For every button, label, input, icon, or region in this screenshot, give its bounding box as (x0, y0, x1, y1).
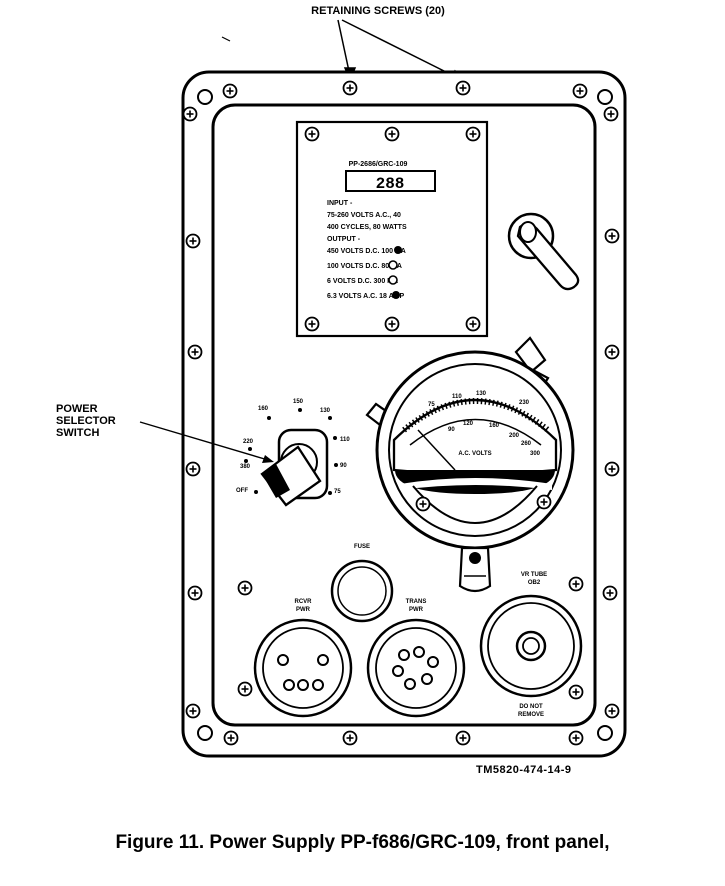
meter-scale-130: 130 (476, 391, 487, 397)
fuse-holder[interactable]: FUSE (330, 544, 394, 623)
selector-pos-220: 220 (243, 439, 254, 445)
nameplate-line-2: 75-260 VOLTS A.C., 40 (327, 212, 401, 219)
selector-pos-150: 150 (293, 399, 304, 405)
selector-pos-160: 160 (258, 406, 269, 412)
power-selector-switch[interactable]: 160 150 130 110 90 75 220 380 OFF (236, 399, 350, 507)
tm-number: TM5820-474-14-9 (476, 764, 572, 776)
svg-text:SELECTOR: SELECTOR (56, 415, 116, 427)
nameplate-model: PP-2686/GRC-109 (349, 161, 408, 168)
nameplate-line-6: 100 VOLTS D.C. 80 MA (327, 263, 402, 270)
svg-text:REMOVE: REMOVE (518, 712, 544, 718)
selector-pos-90: 90 (340, 463, 347, 469)
nameplate-serial: 288 (376, 175, 405, 193)
svg-text:RCVR: RCVR (294, 599, 312, 605)
selector-pos-380: 380 (240, 464, 251, 470)
svg-text:OB2: OB2 (528, 580, 541, 586)
svg-text:PWR: PWR (409, 607, 424, 613)
nameplate-line-3: 400 CYCLES, 80 WATTS (327, 224, 407, 231)
svg-text:SWITCH: SWITCH (56, 427, 99, 439)
svg-text:TRANS: TRANS (406, 599, 427, 605)
figure-caption: Figure 11. Power Supply PP-f686/GRC-109,… (115, 832, 610, 853)
svg-text:PWR: PWR (296, 607, 311, 613)
nameplate-line-1: INPUT - (327, 200, 353, 207)
nameplate: PP-2686/GRC-109 288 INPUT - 75-260 VOLTS… (295, 120, 489, 338)
svg-text:VR TUBE: VR TUBE (521, 572, 547, 578)
nameplate-line-5: 450 VOLTS D.C. 100 MA (327, 248, 406, 255)
meter-scale-110: 110 (452, 394, 462, 400)
retaining-screws-label: RETAINING SCREWS (20) (311, 5, 445, 17)
meter-scale-120: 120 (463, 421, 474, 427)
meter-scale-90: 90 (448, 427, 455, 433)
meter-scale-230: 230 (519, 400, 530, 406)
meter-scale-300: 300 (530, 451, 541, 457)
meter-scale-75: 75 (428, 402, 435, 408)
nameplate-line-7: 6 VOLTS D.C. 300 MA (327, 278, 398, 285)
trans-pwr-connector[interactable]: TRANS PWR (366, 599, 466, 718)
svg-text:POWER: POWER (56, 403, 98, 415)
toggle-switch[interactable] (507, 212, 580, 291)
meter-scale-200: 200 (509, 433, 520, 439)
selector-pos-110: 110 (340, 437, 350, 443)
vr-tube-socket: VR TUBE OB2 DO NOT REMOVE (479, 572, 584, 718)
corner-holes (197, 89, 613, 741)
ac-voltmeter: 75 110 130 230 90 120 160 200 260 300 A.… (365, 336, 575, 593)
meter-scale-260: 260 (521, 441, 532, 447)
selector-pos-75: 75 (334, 489, 341, 495)
nameplate-line-4: OUTPUT - (327, 236, 361, 243)
meter-label: A.C. VOLTS (458, 451, 491, 457)
power-selector-callout: POWER SELECTOR SWITCH (56, 403, 274, 463)
selector-pos-130: 130 (320, 408, 331, 414)
nameplate-terminal-symbols (388, 246, 402, 299)
nameplate-line-8: 6.3 VOLTS A.C. 18 AMP (327, 293, 404, 300)
rcvr-pwr-connector[interactable]: RCVR PWR (237, 580, 353, 718)
fuse-label: FUSE (354, 544, 370, 550)
svg-text:DO NOT: DO NOT (519, 704, 543, 710)
selector-pos-off: OFF (236, 488, 248, 494)
meter-scale-160: 160 (489, 423, 500, 429)
